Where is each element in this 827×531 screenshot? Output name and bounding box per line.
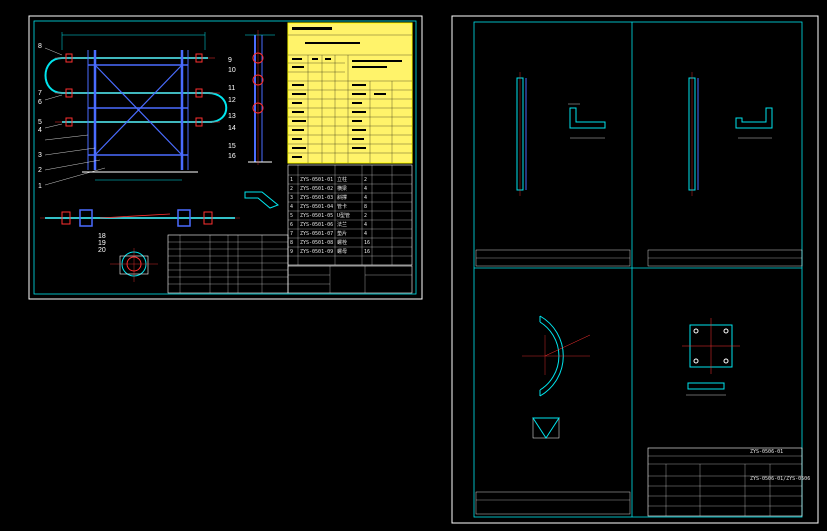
tech-requirements-block bbox=[287, 22, 413, 164]
table-cell: 螺栓 bbox=[337, 239, 347, 246]
table-cell: U型管 bbox=[337, 212, 350, 219]
table-cell: 立柱 bbox=[337, 176, 347, 183]
panel-u-bend-detail bbox=[475, 315, 631, 515]
title-block-2 bbox=[647, 447, 803, 517]
table-cell: ZYS-0501-02 bbox=[300, 186, 333, 192]
table-cell: 5 bbox=[290, 213, 293, 219]
part-number: 14 bbox=[228, 125, 236, 132]
part-number: 3 bbox=[38, 152, 42, 159]
table-cell: 8 bbox=[290, 240, 293, 246]
table-cell: 4 bbox=[290, 204, 293, 210]
part-numbers-right: 9 10 11 12 13 14 15 16 bbox=[228, 57, 236, 160]
part-number: 8 bbox=[38, 43, 42, 50]
part-number: 16 bbox=[228, 153, 236, 160]
table-cell: 4 bbox=[364, 195, 367, 201]
table-cell: 1 bbox=[290, 177, 293, 183]
part-number: 6 bbox=[38, 99, 42, 106]
title-block bbox=[287, 265, 413, 294]
part-number: 20 bbox=[98, 247, 106, 254]
part-number: 10 bbox=[228, 67, 236, 74]
table-cell: 横梁 bbox=[337, 185, 347, 192]
detail-view bbox=[110, 248, 158, 282]
table-cell: 9 bbox=[290, 249, 293, 255]
table-cell: ZYS-0501-07 bbox=[300, 231, 333, 237]
table-cell: 2 bbox=[364, 213, 367, 219]
part-number: 15 bbox=[228, 143, 236, 150]
table-cell: 8 bbox=[364, 204, 367, 210]
part-number: 1 bbox=[38, 183, 42, 190]
part-number: 5 bbox=[38, 119, 42, 126]
part-number: 12 bbox=[228, 97, 236, 104]
table-cell: ZYS-0501-08 bbox=[300, 240, 333, 246]
table-cell: 3 bbox=[290, 195, 293, 201]
table-cell: 6 bbox=[290, 222, 293, 228]
table-cell: ZYS-0501-03 bbox=[300, 195, 333, 201]
part-number: 13 bbox=[228, 113, 236, 120]
panel-column-detail-1 bbox=[475, 72, 631, 267]
panel-code: ZYS-0506-01 bbox=[750, 449, 783, 455]
part-number: 11 bbox=[228, 85, 235, 92]
table-cell: 4 bbox=[364, 231, 367, 237]
table-cell: 4 bbox=[364, 222, 367, 228]
table-cell: ZYS-0501-09 bbox=[300, 249, 333, 255]
part-number: 2 bbox=[38, 167, 42, 174]
table-cell: ZYS-0501-04 bbox=[300, 204, 333, 210]
table-cell: 2 bbox=[364, 177, 367, 183]
table-cell: 16 bbox=[364, 240, 370, 246]
table-cell: 4 bbox=[364, 186, 367, 192]
part-number: 4 bbox=[38, 127, 42, 134]
bom-table bbox=[167, 234, 289, 294]
frame-elevation bbox=[44, 32, 228, 186]
table-cell: 斜撑 bbox=[337, 194, 347, 201]
table-cell: ZYS-0501-01 bbox=[300, 177, 333, 183]
side-elevation bbox=[245, 30, 275, 165]
table-cell: ZYS-0501-05 bbox=[300, 213, 333, 219]
panel-base-plate-detail bbox=[682, 318, 740, 396]
table-cell: 垫片 bbox=[337, 230, 347, 237]
part-number: 19 bbox=[98, 240, 106, 247]
table-cell: 16 bbox=[364, 249, 370, 255]
bracket-detail bbox=[244, 191, 279, 209]
side-numbers: 18 19 20 bbox=[98, 233, 106, 254]
table-cell: 2 bbox=[290, 186, 293, 192]
part-numbers-left: 8 7 6 5 4 3 2 1 bbox=[38, 43, 42, 190]
table-cell: 螺母 bbox=[337, 248, 347, 255]
plan-view bbox=[40, 209, 240, 227]
table-cell: ZYS-0501-06 bbox=[300, 222, 333, 228]
part-number: 18 bbox=[98, 233, 106, 240]
part-number: 7 bbox=[38, 90, 42, 97]
table-cell: 7 bbox=[290, 231, 293, 237]
table-cell: 管卡 bbox=[337, 203, 347, 210]
sheet-1: 8 7 6 5 4 3 2 1 9 10 11 12 13 14 1 bbox=[28, 15, 423, 300]
part-number: 9 bbox=[228, 57, 232, 64]
table-cell: 法兰 bbox=[337, 221, 347, 228]
panel-column-detail-2 bbox=[647, 72, 803, 267]
sheet-2 bbox=[451, 15, 819, 524]
title-block-code: ZYS-0506-01/ZYS-0506 bbox=[750, 476, 810, 482]
parts-list-table bbox=[287, 164, 413, 266]
